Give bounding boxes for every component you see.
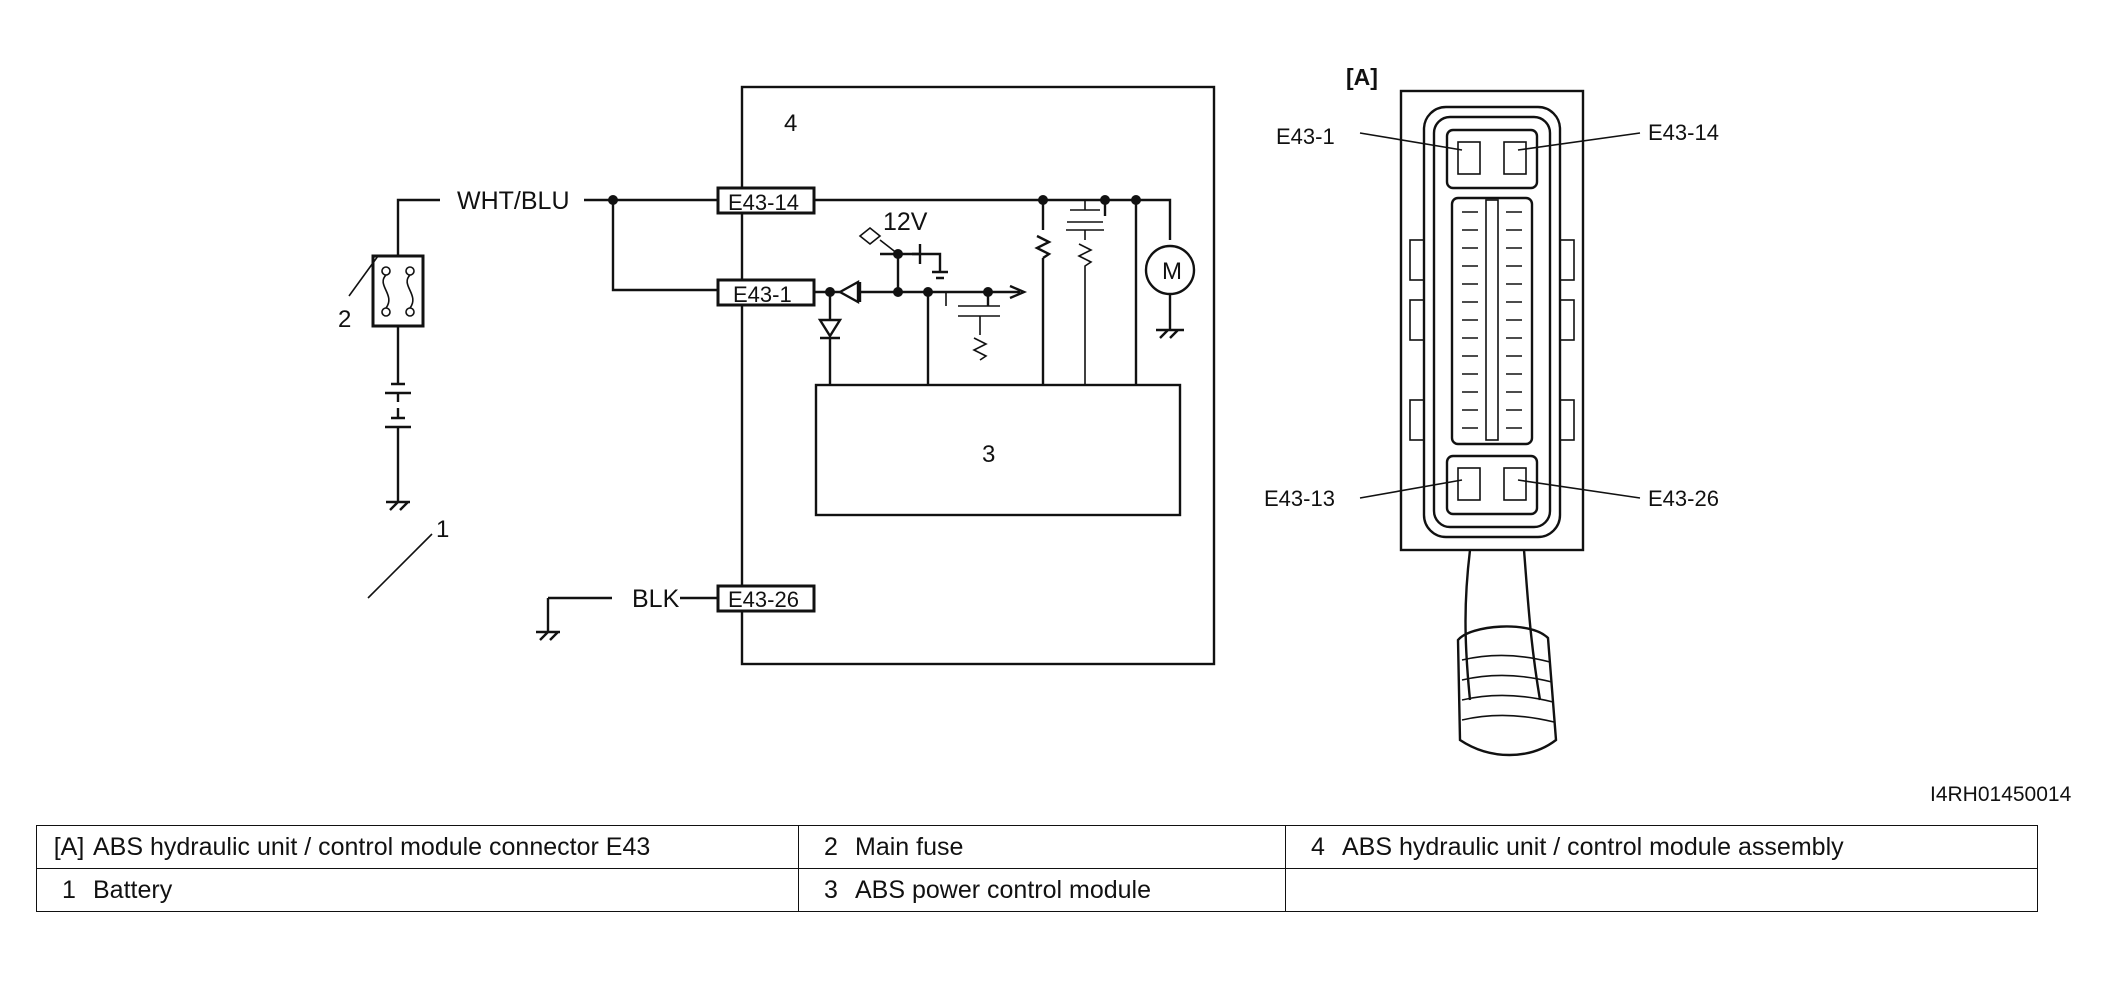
legend-row: [A]ABS hydraulic unit / control module c…	[36, 825, 2038, 869]
wire-color-wht-blu: WHT/BLU	[457, 187, 570, 215]
wire-color-blk: BLK	[632, 585, 680, 613]
ground-wiring	[536, 596, 718, 641]
pin-box-e43-14	[716, 186, 816, 215]
pin-box-e43-26	[716, 584, 816, 613]
connector-pin-label-e43-13: E43-13	[1264, 486, 1335, 511]
connector-pin-label-e43-26: E43-26	[1648, 486, 1719, 511]
callout-4: 4	[784, 110, 797, 137]
abs-assembly-frame	[740, 85, 1216, 666]
pin-label-e43-26: E43-26	[728, 587, 799, 612]
callout-2: 2	[338, 306, 351, 333]
pin-label-e43-1: E43-1	[733, 282, 792, 307]
figure-code: I4RH01450014	[1930, 783, 2072, 806]
motor-label: M	[1162, 258, 1182, 285]
abs-power-control-module-box	[814, 383, 1182, 517]
wiring-diagram: WHT/BLU BLK E43-14 E43-1 E43-26 12V M 2 …	[338, 64, 1719, 757]
pin-label-e43-14: E43-14	[728, 190, 799, 215]
connector-e43-drawing	[1359, 89, 1641, 757]
connector-tag: [A]	[1346, 64, 1378, 90]
voltage-label: 12V	[883, 208, 928, 236]
internal-circuit	[814, 195, 1196, 385]
connector-pin-label-e43-1: E43-1	[1276, 124, 1335, 149]
connector-pin-rows	[1462, 211, 1522, 429]
main-fuse	[371, 254, 425, 328]
callout-1: 1	[436, 516, 449, 543]
power-feed-wiring	[348, 195, 718, 599]
legend-table: [A]ABS hydraulic unit / control module c…	[36, 825, 2038, 912]
connector-pin-label-e43-14: E43-14	[1648, 120, 1719, 145]
callout-3: 3	[982, 441, 995, 468]
legend-cell: [A]ABS hydraulic unit / control module c…	[36, 825, 799, 869]
legend-cell	[1285, 868, 2038, 912]
